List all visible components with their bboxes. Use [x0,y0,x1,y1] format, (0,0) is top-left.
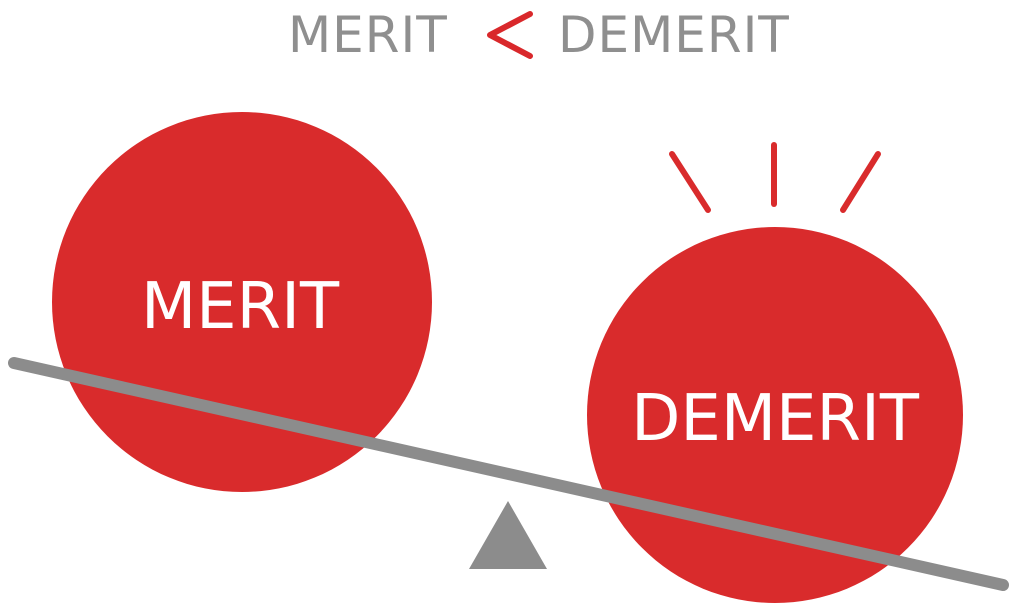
merit-ball: MERIT [52,112,432,492]
title-left-label: MERIT [288,6,448,64]
title-right-label: DEMERIT [558,6,790,64]
seesaw-beam [8,357,1009,591]
emphasis-line-right [840,151,881,213]
comparison-title: MERIT DEMERIT [288,6,790,64]
demerit-ball: DEMERIT [587,227,963,603]
emphasis-lines-icon [669,142,881,213]
demerit-ball-label: DEMERIT [631,382,920,456]
triangle-fulcrum-icon [469,501,547,569]
emphasis-line-left [669,151,711,213]
merit-ball-label: MERIT [141,270,340,344]
less-than-symbol [487,11,533,59]
